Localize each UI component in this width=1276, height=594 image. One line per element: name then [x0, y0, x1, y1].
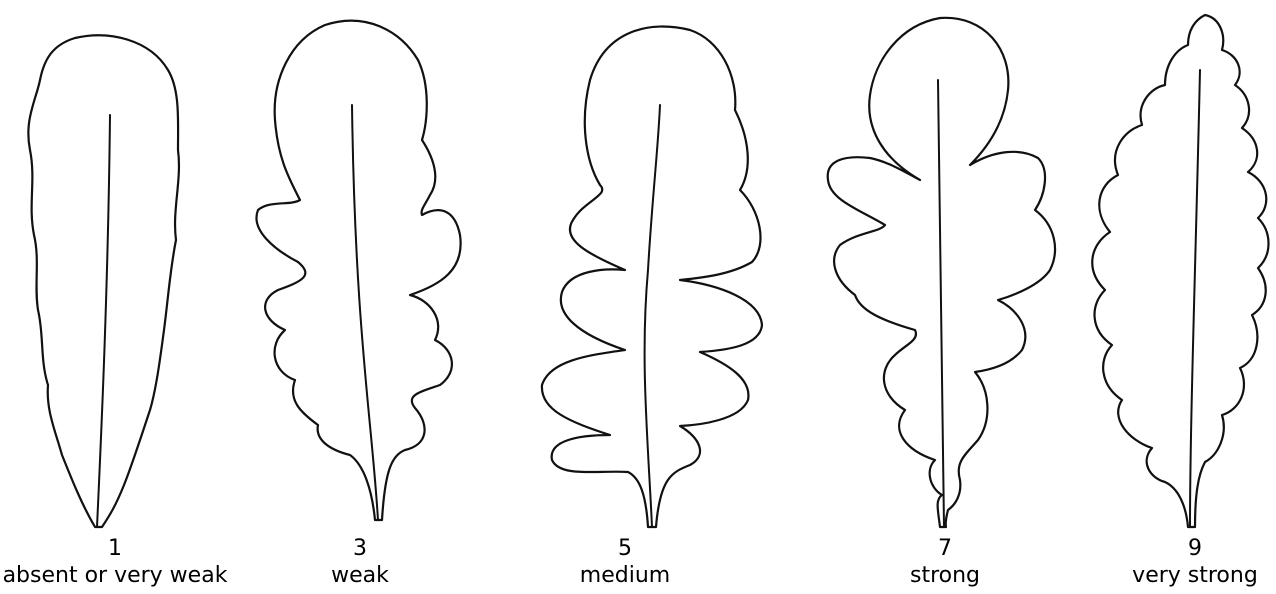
- note-label: medium: [550, 562, 700, 589]
- note-value: 1: [0, 535, 230, 562]
- leaf-note-1: [28, 35, 179, 527]
- note-label: very strong: [1120, 562, 1270, 589]
- leaf-caption-7: 7 strong: [870, 535, 1020, 589]
- note-value: 7: [870, 535, 1020, 562]
- leaf-note-7: [828, 18, 1055, 527]
- leaf-note-5: [542, 27, 762, 527]
- note-value: 9: [1120, 535, 1270, 562]
- leaf-caption-1: 1 absent or very weak: [0, 535, 230, 589]
- note-value: 3: [285, 535, 435, 562]
- note-value: 5: [550, 535, 700, 562]
- leaf-caption-9: 9 very strong: [1120, 535, 1270, 589]
- note-label: weak: [285, 562, 435, 589]
- leaf-note-3: [256, 21, 460, 520]
- leaf-caption-3: 3 weak: [285, 535, 435, 589]
- leaf-note-9: [1092, 15, 1268, 527]
- leaf-caption-5: 5 medium: [550, 535, 700, 589]
- note-label: absent or very weak: [0, 562, 230, 589]
- note-label: strong: [870, 562, 1020, 589]
